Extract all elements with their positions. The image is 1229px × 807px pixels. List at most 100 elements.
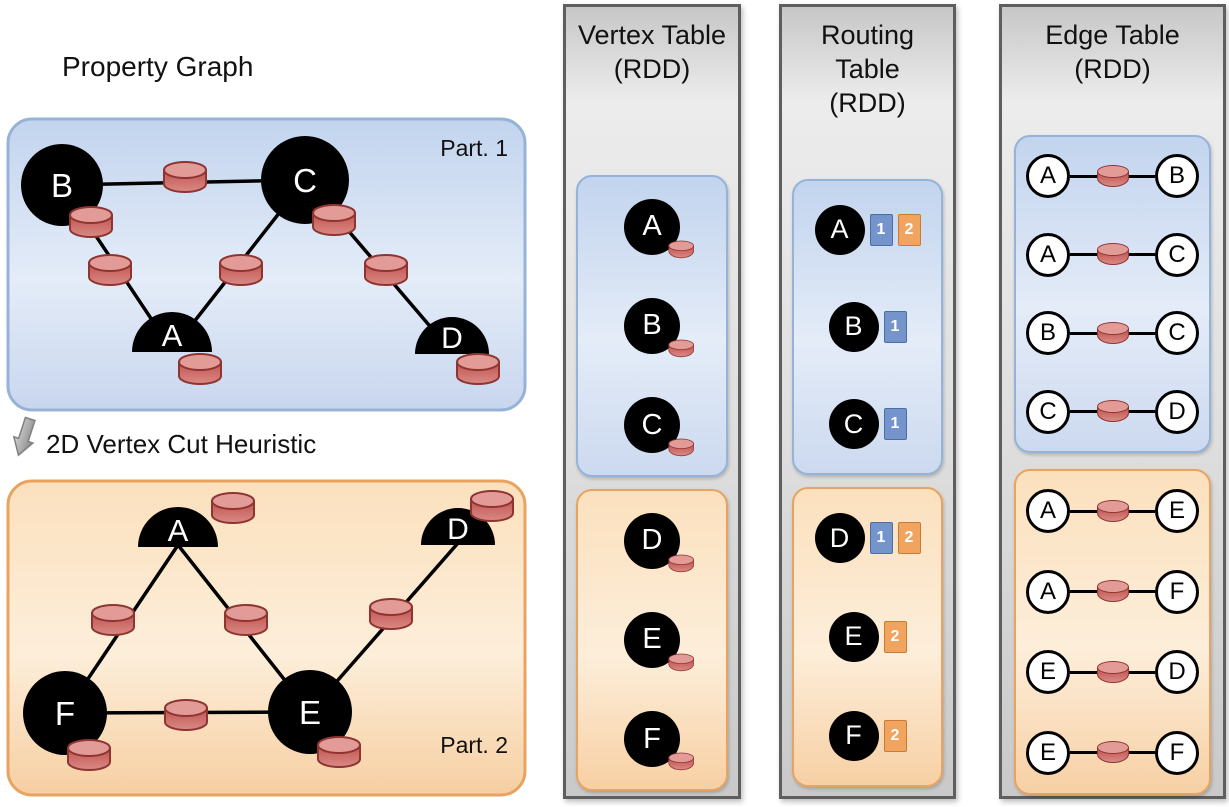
edge-table-title: Edge Table (RDD) bbox=[1002, 19, 1223, 87]
property-cylinder-icon bbox=[211, 492, 255, 524]
property-cylinder-icon bbox=[1096, 321, 1129, 345]
vertex-node: A bbox=[814, 204, 865, 255]
edge-row: A C bbox=[1016, 232, 1209, 277]
property-cylinder-icon bbox=[224, 604, 268, 636]
vertex-label: E bbox=[844, 621, 863, 652]
property-cylinder-icon bbox=[1096, 499, 1129, 523]
property-cylinder-icon bbox=[163, 161, 207, 193]
property-cylinder-icon bbox=[1096, 400, 1129, 423]
edge-row: B C bbox=[1016, 311, 1209, 356]
edge-line bbox=[1070, 174, 1097, 178]
edge-src-node: B bbox=[1026, 311, 1070, 356]
edge-line bbox=[1128, 590, 1155, 594]
edge-src-node: A bbox=[1026, 154, 1070, 199]
property-cylinder-icon bbox=[668, 339, 694, 358]
partition-1-label: Part. 1 bbox=[440, 135, 508, 161]
routing-row: A 1 2 bbox=[814, 204, 921, 255]
property-cylinder-icon bbox=[317, 736, 361, 768]
vertex-C bbox=[261, 136, 349, 224]
routing-row: D 1 2 bbox=[814, 513, 921, 564]
property-cylinder-icon bbox=[668, 653, 694, 672]
edge-table-title-line: Edge Table bbox=[1045, 20, 1180, 50]
edge-line bbox=[1128, 751, 1155, 755]
property-cylinder-icon bbox=[668, 438, 694, 457]
vertex-label: E bbox=[642, 623, 662, 656]
edge-src-node: E bbox=[1026, 730, 1070, 775]
property-cylinder-icon bbox=[364, 254, 408, 286]
property-cylinder-icon bbox=[456, 353, 500, 385]
partition-chip-blue: 1 bbox=[883, 310, 907, 343]
vertex-table-panel: Vertex Table (RDD) A B C D E bbox=[563, 4, 741, 799]
edge-line bbox=[1128, 670, 1155, 674]
edge-dst-node: F bbox=[1155, 569, 1199, 614]
partition-chip-orange: 2 bbox=[883, 719, 907, 752]
edge-row: A B bbox=[1016, 154, 1209, 199]
edge-src-node: C bbox=[1026, 389, 1070, 434]
edge-row: A E bbox=[1016, 489, 1209, 534]
edge-line bbox=[1070, 509, 1097, 513]
edge-src-node: A bbox=[1026, 569, 1070, 614]
edge-src-node: A bbox=[1026, 232, 1070, 277]
vertex-table-title: Vertex Table (RDD) bbox=[566, 19, 738, 87]
property-cylinder-icon bbox=[164, 699, 208, 731]
edge-line bbox=[1070, 751, 1097, 755]
edge-table-partition-1: A B A C B C C bbox=[1014, 135, 1211, 453]
partition-chip-orange: 2 bbox=[883, 620, 907, 653]
vertex-label: D bbox=[447, 513, 469, 546]
cut-arrow-icon bbox=[12, 416, 36, 457]
vertex-label: D bbox=[441, 322, 463, 355]
vertex-label: A bbox=[168, 513, 189, 548]
vertex-label: F bbox=[845, 720, 862, 751]
vertex-label: D bbox=[641, 524, 663, 557]
vertex-node: B bbox=[624, 297, 694, 358]
routing-row: F 2 bbox=[828, 710, 907, 761]
property-cylinder-icon bbox=[1096, 741, 1129, 764]
edge-table-partition-2: A E A F E D E bbox=[1014, 469, 1211, 795]
cut-heuristic-label: 2D Vertex Cut Heuristic bbox=[46, 429, 316, 459]
property-graph-title: Property Graph bbox=[62, 51, 253, 82]
routing-table-title-line: Routing bbox=[820, 20, 915, 50]
partition-2-box bbox=[6, 479, 527, 797]
property-cylinder-icon bbox=[88, 254, 132, 286]
vertex-table-title-line: Vertex Table bbox=[577, 20, 727, 50]
routing-row: E 2 bbox=[828, 611, 907, 662]
property-cylinder-icon bbox=[312, 204, 356, 236]
vertex-node: E bbox=[624, 611, 694, 672]
property-cylinder-icon bbox=[668, 554, 694, 572]
vertex-node: C bbox=[828, 399, 879, 450]
partition-chip-blue: 1 bbox=[869, 213, 893, 246]
vertex-node: A bbox=[624, 198, 694, 258]
routing-table-title-line: (RDD) bbox=[829, 87, 906, 118]
vertex-A-half bbox=[132, 312, 212, 352]
vertex-label: C bbox=[293, 162, 317, 199]
property-cylinder-icon bbox=[178, 353, 222, 385]
vertex-node: D bbox=[814, 513, 865, 564]
vertex-label: A bbox=[162, 318, 183, 353]
edge-table-title-line: (RDD) bbox=[1074, 53, 1151, 84]
vertex-label: F bbox=[55, 695, 75, 732]
vertex-label: B bbox=[642, 309, 662, 342]
routing-table-panel: Routing Table (RDD) A 1 2 B 1 C bbox=[779, 4, 956, 799]
vertex-node: E bbox=[828, 611, 879, 662]
vertex-label: B bbox=[51, 167, 73, 204]
edge-row: E F bbox=[1016, 730, 1209, 775]
edge-line bbox=[1070, 410, 1097, 414]
edge-dst-node: F bbox=[1155, 730, 1199, 775]
partition-chip-orange: 2 bbox=[897, 522, 921, 555]
vertex-label: F bbox=[643, 722, 661, 755]
vertex-B bbox=[21, 144, 103, 226]
partition-chip-blue: 1 bbox=[883, 408, 907, 441]
edge-row: C D bbox=[1016, 389, 1209, 434]
vertex-label: A bbox=[642, 210, 662, 243]
vertex-label: E bbox=[299, 694, 321, 731]
vertex-node: D bbox=[624, 512, 694, 572]
property-cylinder-icon bbox=[1096, 580, 1129, 603]
property-cylinder-icon bbox=[668, 752, 694, 771]
vertex-node: F bbox=[828, 710, 879, 761]
vertex-label: C bbox=[641, 408, 663, 441]
vertex-node: F bbox=[624, 711, 694, 771]
vertex-D-half bbox=[415, 317, 489, 354]
vertex-label: C bbox=[843, 408, 864, 439]
partition-2-label: Part. 2 bbox=[440, 732, 508, 758]
routing-table-title: Routing Table (RDD) bbox=[782, 19, 953, 120]
